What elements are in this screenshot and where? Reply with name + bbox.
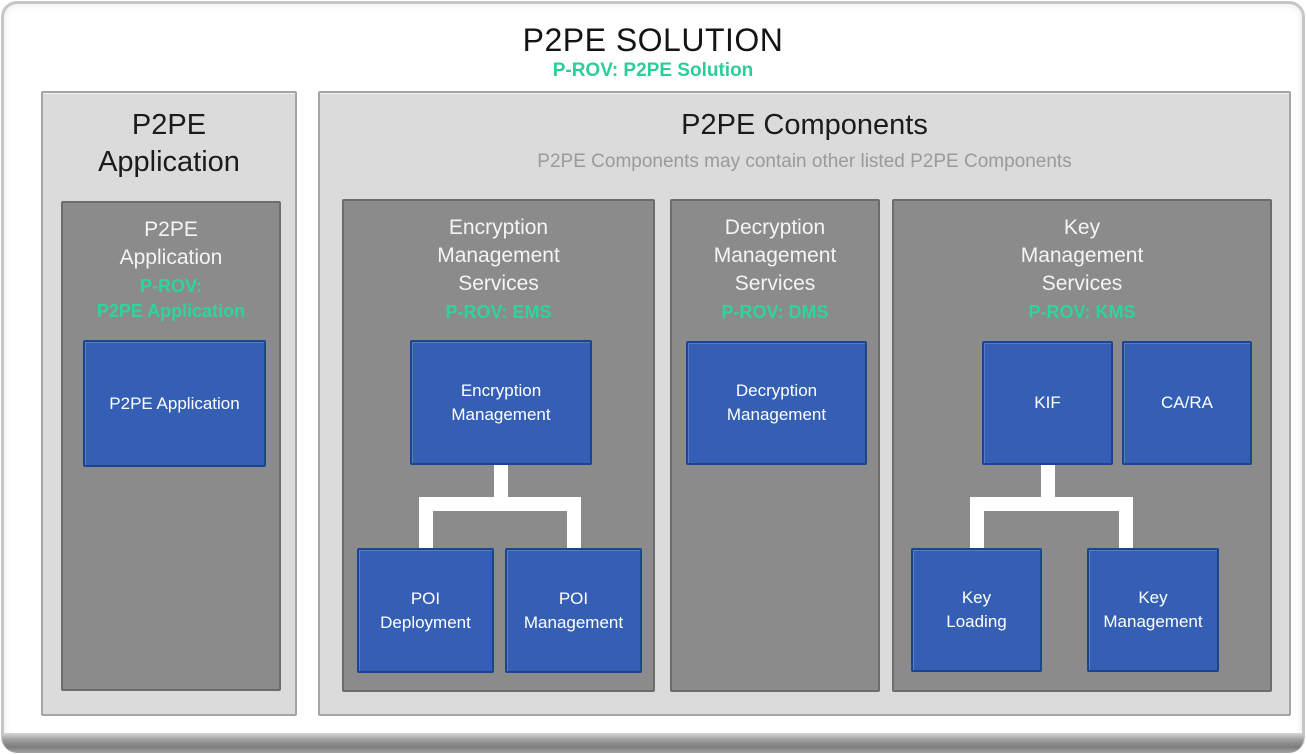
p2pe-application-panel: P2PE Application P2PE Application P-ROV:…: [41, 91, 297, 716]
ems-connector-drop-left: [419, 497, 433, 550]
frame-bottom-bar: [2, 733, 1304, 753]
kms-connector-bar: [970, 497, 1133, 511]
ems-group-title: Encryption Management Services: [437, 216, 560, 295]
kif-node-label: KIF: [1034, 393, 1061, 412]
dms-group: Decryption Management Services P-ROV: DM…: [670, 199, 880, 692]
kms-connector-drop-right: [1119, 497, 1133, 550]
diagram-title: P2PE SOLUTION: [522, 22, 784, 58]
p2pe-application-node-label: P2PE Application: [109, 393, 240, 413]
kms-connector-drop-left: [970, 497, 984, 550]
poi-deployment-node-label: POI Deployment: [380, 588, 471, 632]
ca-ra-node: CA/RA: [1122, 341, 1252, 465]
ems-group-prov-label: P-ROV: EMS: [445, 302, 552, 322]
encryption-management-node-label: Encryption Management: [451, 380, 551, 424]
key-loading-node-label: Key Loading: [946, 588, 1007, 631]
key-loading-node: Key Loading: [911, 548, 1042, 672]
decryption-management-node-label: Decryption Management: [726, 381, 827, 424]
components-panel-title: P2PE Components: [681, 109, 928, 141]
poi-management-node-label: POI Management: [523, 588, 624, 632]
kms-group-title: Key Management Services: [1020, 216, 1144, 295]
ems-connector-drop-right: [567, 497, 581, 550]
poi-deployment-node: POI Deployment: [357, 548, 494, 673]
application-panel-title: P2PE Application: [98, 109, 240, 178]
key-management-node: Key Management: [1087, 548, 1219, 672]
poi-management-node: POI Management: [505, 548, 642, 673]
ems-group: Encryption Management Services P-ROV: EM…: [342, 199, 655, 692]
ems-connector-bar: [419, 497, 581, 511]
encryption-management-node: Encryption Management: [410, 340, 592, 465]
application-group-title: P2PE Application: [119, 218, 223, 269]
kms-group-prov-label: P-ROV: KMS: [1028, 302, 1136, 322]
dms-group-prov-label: P-ROV: DMS: [721, 302, 829, 322]
p2pe-application-node: P2PE Application: [83, 340, 266, 467]
p2pe-components-panel: P2PE Components P2PE Components may cont…: [318, 91, 1291, 716]
decryption-management-node: Decryption Management: [686, 341, 867, 465]
kif-node: KIF: [982, 341, 1113, 465]
dms-group-title: Decryption Management Services: [713, 216, 837, 295]
diagram-subtitle: P-ROV: P2PE Solution: [552, 60, 754, 81]
application-group-prov-label: P-ROV: P2PE Application: [96, 276, 246, 321]
key-management-node-label: Key Management: [1103, 588, 1203, 631]
kms-group: Key Management Services P-ROV: KMS KIF C…: [892, 199, 1272, 692]
p2pe-application-group: P2PE Application P-ROV: P2PE Application…: [61, 201, 281, 691]
components-panel-subtitle: P2PE Components may contain other listed…: [537, 151, 1072, 172]
ca-ra-node-label: CA/RA: [1161, 393, 1213, 412]
